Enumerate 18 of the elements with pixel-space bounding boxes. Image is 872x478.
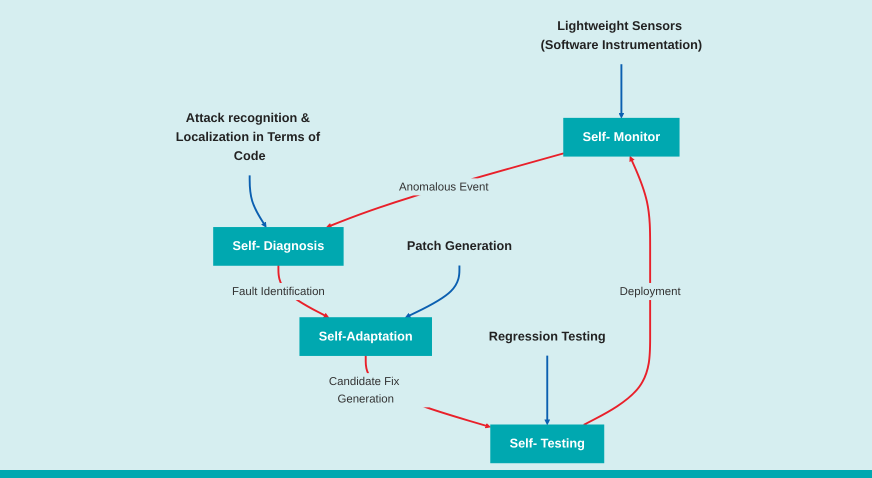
node-text: Lightweight Sensors (Software Instrumentation) [541, 19, 703, 52]
arrow [249, 175, 267, 228]
arrow [544, 356, 551, 426]
arrow [326, 152, 564, 228]
arrow [619, 64, 625, 118]
node-box: Self- Testing [490, 424, 605, 464]
node-text: Patch Generation [407, 239, 512, 254]
arrow [406, 265, 461, 318]
edge-label: Deployment [620, 284, 682, 298]
node-text: Attack recognition & Localization in Terms of Code [176, 111, 321, 164]
node-box: Self-Adaptation [300, 317, 432, 356]
node-box: Self- Monitor [564, 118, 680, 157]
edge-label: Anomalous Event [399, 180, 490, 193]
edge-label: Fault Identification [232, 284, 326, 298]
arrow [584, 156, 652, 426]
node-box: Self- Diagnosis [214, 227, 344, 266]
edge-label: Candidate Fix Generation [329, 374, 400, 405]
node-text: Regression Testing [489, 330, 606, 344]
